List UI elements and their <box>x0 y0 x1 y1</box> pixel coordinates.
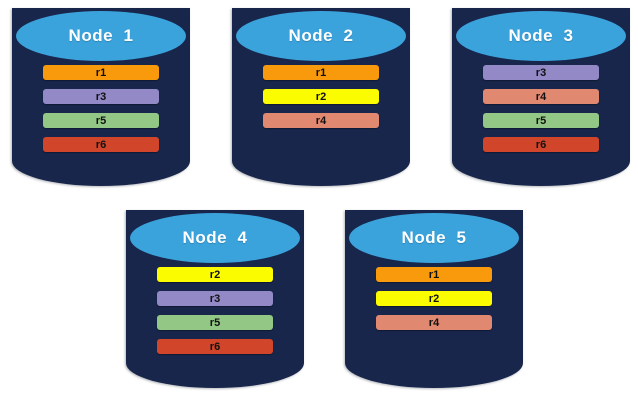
node-row-list: r1 r3 r5 r6 <box>12 65 190 152</box>
cylinder-top-ellipse <box>127 210 303 266</box>
data-row-bar[interactable]: r5 <box>483 113 599 128</box>
data-row-bar[interactable]: r1 <box>43 65 159 80</box>
cylinder-top-ellipse <box>346 210 522 266</box>
data-row-bar[interactable]: r3 <box>157 291 273 306</box>
data-row-bar[interactable]: r6 <box>157 339 273 354</box>
cylinder-top-ellipse <box>233 8 409 64</box>
data-row-bar[interactable]: r4 <box>483 89 599 104</box>
data-row-bar[interactable]: r5 <box>43 113 159 128</box>
data-row-bar[interactable]: r6 <box>43 137 159 152</box>
data-row-bar[interactable]: r4 <box>376 315 492 330</box>
node-row-list: r2 r3 r5 r6 <box>126 267 304 354</box>
node-row-list: r3 r4 r5 r6 <box>452 65 630 152</box>
data-row-bar[interactable]: r2 <box>157 267 273 282</box>
data-row-bar[interactable]: r3 <box>43 89 159 104</box>
data-row-bar[interactable]: r6 <box>483 137 599 152</box>
data-row-bar[interactable]: r5 <box>157 315 273 330</box>
data-row-bar[interactable]: r2 <box>376 291 492 306</box>
cylinder-top-ellipse <box>453 8 629 64</box>
data-row-bar[interactable]: r3 <box>483 65 599 80</box>
data-row-bar[interactable]: r1 <box>376 267 492 282</box>
cylinder-top-ellipse <box>13 8 189 64</box>
node-row-list: r1 r2 r4 <box>232 65 410 128</box>
data-row-bar[interactable]: r4 <box>263 113 379 128</box>
data-row-bar[interactable]: r1 <box>263 65 379 80</box>
node-row-list: r1 r2 r4 <box>345 267 523 330</box>
data-row-bar[interactable]: r2 <box>263 89 379 104</box>
